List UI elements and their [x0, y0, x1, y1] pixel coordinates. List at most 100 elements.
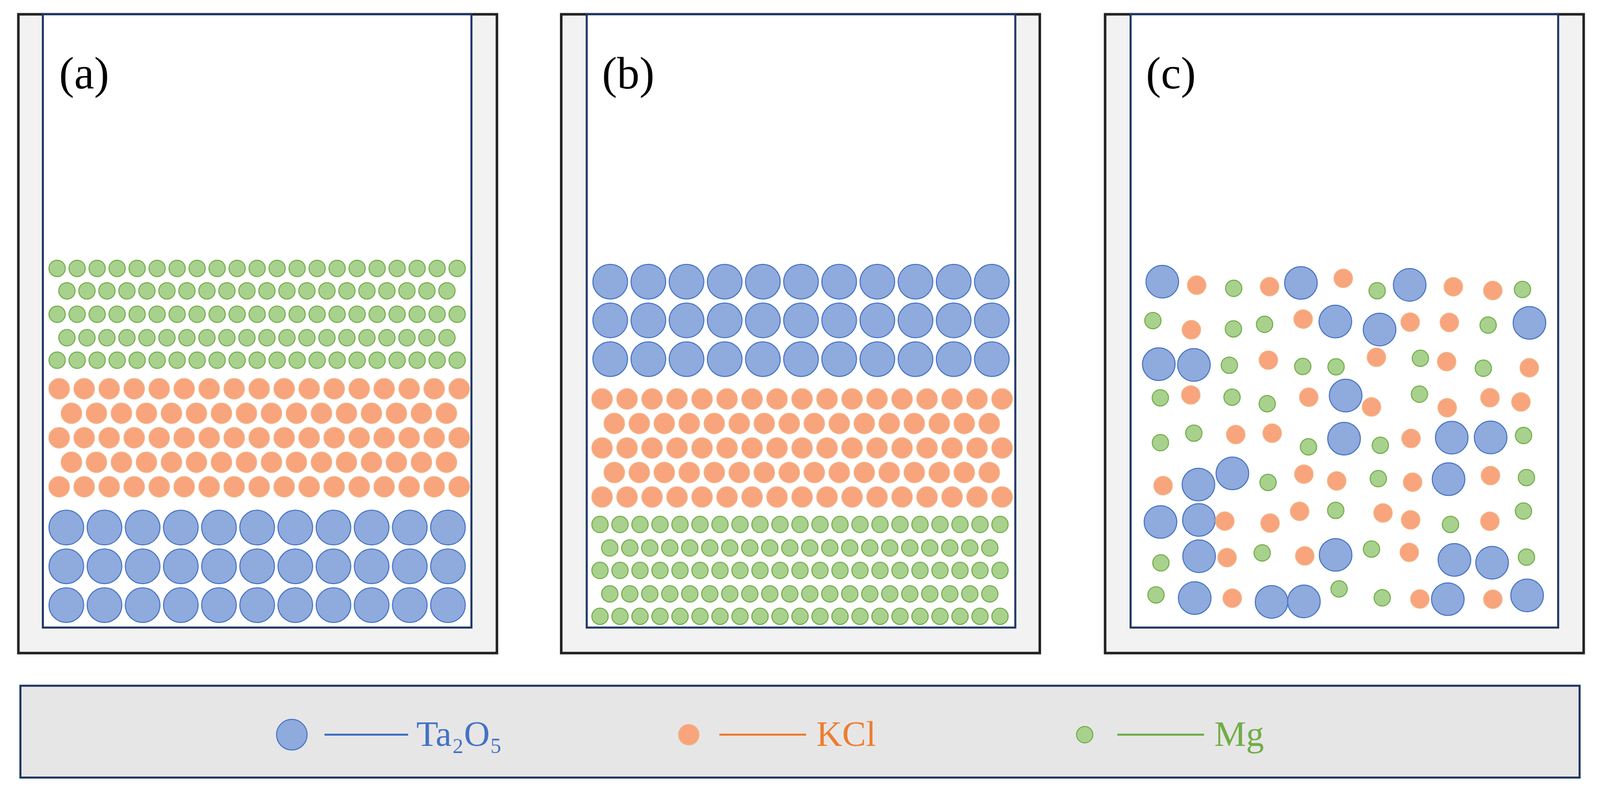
particle — [929, 413, 950, 434]
particle — [593, 342, 628, 378]
particle — [653, 462, 675, 483]
particle — [418, 283, 436, 300]
crucible-interior — [1130, 14, 1559, 628]
particle — [163, 549, 199, 584]
particle — [388, 260, 406, 277]
particle — [601, 585, 619, 603]
particle — [651, 608, 669, 625]
particle — [269, 352, 286, 369]
particle — [616, 437, 638, 459]
particle — [651, 516, 669, 533]
particle — [449, 427, 470, 449]
particle — [373, 476, 395, 498]
particle — [348, 260, 366, 277]
particle — [851, 562, 868, 579]
particle — [398, 283, 416, 300]
particle — [891, 437, 913, 459]
particle — [751, 562, 769, 579]
particle — [701, 539, 718, 557]
particle — [218, 330, 235, 347]
particle — [88, 352, 106, 369]
particle — [1511, 392, 1531, 412]
particle — [68, 260, 86, 277]
particle — [859, 303, 895, 339]
particle — [979, 413, 1000, 434]
particle — [631, 516, 649, 533]
particle — [436, 403, 457, 424]
particle — [1373, 504, 1393, 523]
particle — [701, 585, 718, 603]
particle — [741, 437, 763, 459]
particle — [259, 330, 276, 347]
particle — [851, 516, 868, 533]
particle — [449, 476, 470, 498]
particle — [99, 427, 120, 449]
particle — [348, 379, 370, 400]
particle — [872, 608, 889, 625]
particle — [911, 608, 929, 625]
particle — [1147, 586, 1165, 604]
particle — [1144, 312, 1162, 329]
particle — [1293, 310, 1313, 329]
panel-label: (b) — [601, 51, 655, 97]
particle — [361, 452, 382, 473]
crucibles — [18, 14, 1584, 654]
particle — [1374, 590, 1391, 607]
particle — [1410, 590, 1429, 609]
particle — [721, 585, 739, 603]
particle — [804, 413, 825, 434]
particle — [163, 587, 199, 623]
particle — [831, 608, 849, 625]
particle — [1220, 357, 1238, 374]
particle — [169, 306, 186, 323]
particle — [1327, 422, 1361, 456]
particle — [199, 379, 220, 400]
particle — [1299, 388, 1319, 407]
particle — [1178, 581, 1212, 615]
particle — [189, 260, 206, 277]
particle — [681, 585, 698, 603]
particle — [348, 352, 366, 369]
particle — [592, 516, 609, 533]
particle — [872, 516, 889, 533]
particle — [438, 283, 456, 300]
particle — [74, 379, 95, 400]
particle — [61, 403, 82, 424]
particle — [612, 562, 629, 579]
particle — [766, 437, 788, 459]
particle — [666, 486, 688, 508]
particle — [1475, 360, 1492, 377]
particle — [286, 403, 307, 424]
particle — [666, 437, 688, 459]
particle — [328, 260, 346, 277]
particle — [1177, 348, 1211, 382]
particle — [149, 427, 170, 449]
particle — [1442, 516, 1459, 533]
particle — [954, 413, 975, 434]
particle — [149, 352, 166, 369]
particle — [248, 306, 266, 323]
particle — [174, 379, 195, 400]
particle — [411, 452, 432, 473]
particle — [974, 342, 1010, 378]
particle — [125, 549, 160, 584]
particle — [318, 283, 336, 300]
particle — [754, 413, 775, 434]
particle — [707, 264, 743, 300]
particle — [358, 283, 375, 300]
particle — [741, 486, 763, 508]
particle — [901, 539, 919, 557]
particle — [354, 549, 390, 584]
particle — [61, 452, 82, 473]
particle — [1260, 277, 1279, 296]
particle — [1259, 350, 1278, 370]
particle — [804, 462, 825, 483]
particle — [601, 539, 619, 557]
particle — [761, 585, 779, 603]
particle — [261, 452, 282, 473]
particle — [931, 562, 949, 579]
particle — [631, 608, 649, 625]
particle — [703, 413, 725, 434]
particle — [1284, 266, 1318, 300]
